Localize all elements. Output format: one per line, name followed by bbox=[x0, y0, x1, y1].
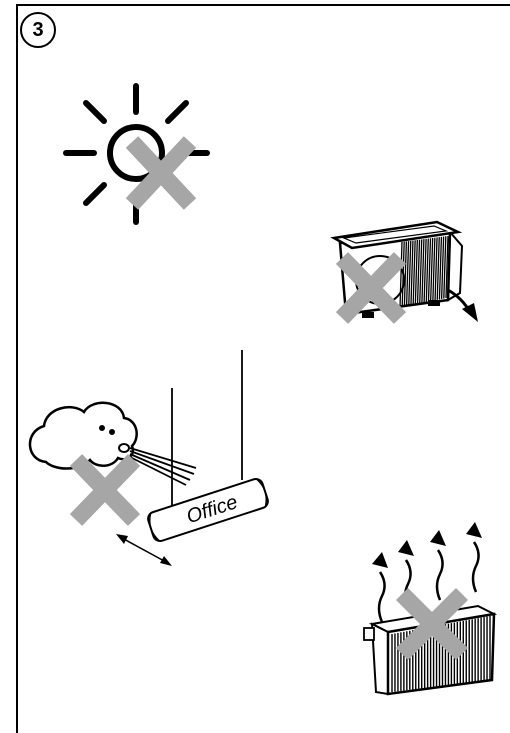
radiator-heat-icon bbox=[364, 522, 494, 694]
prohibited-cross-icon bbox=[76, 460, 134, 520]
